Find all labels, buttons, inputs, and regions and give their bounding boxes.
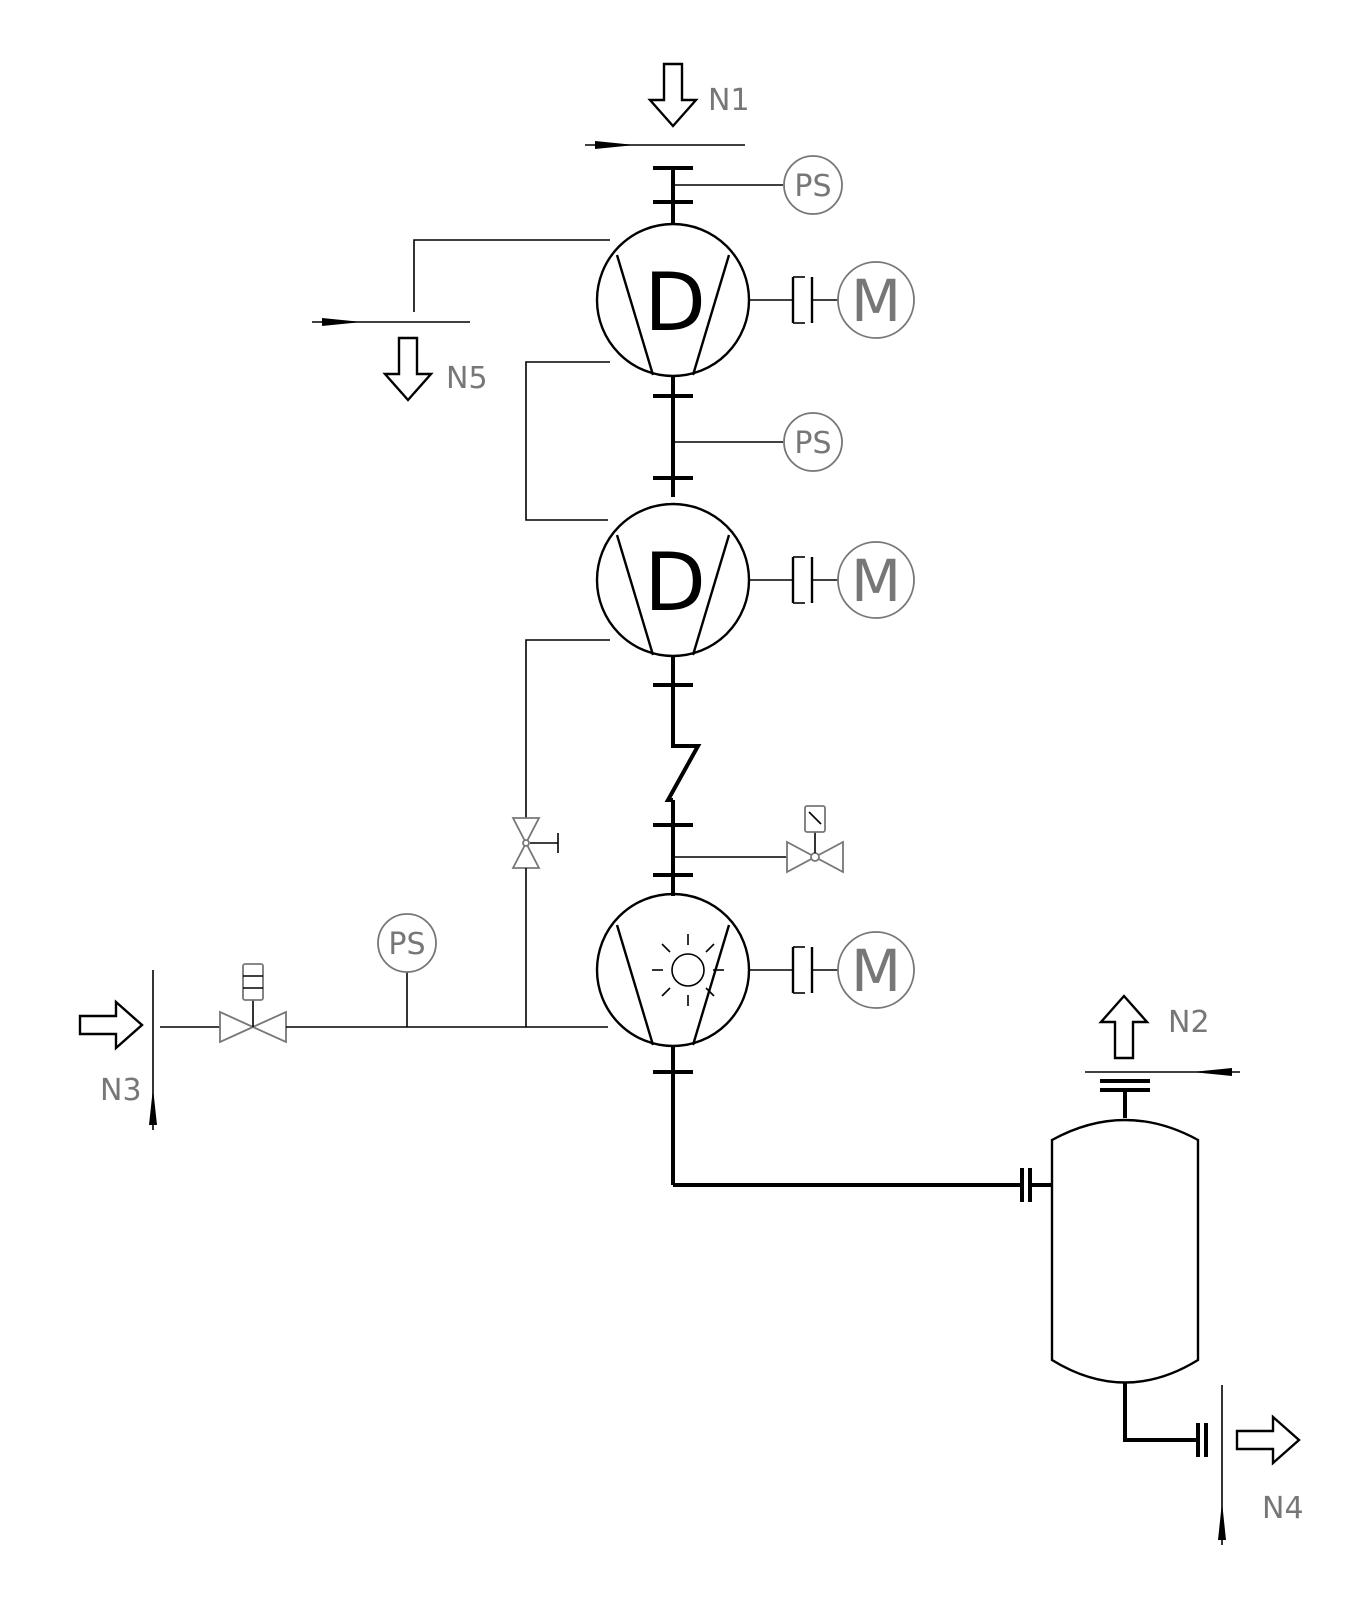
n5-label: N5 (446, 361, 488, 396)
outlet-n5-group: N5 (312, 239, 610, 402)
pressure-switch-gas-line (377, 913, 437, 973)
ps-top-label: PS (794, 169, 831, 204)
inlet-n1-group: N1 (585, 62, 750, 149)
sun-symbol-icon (671, 953, 705, 987)
top-connection: PS (653, 155, 843, 225)
pump-upper: D M (595, 222, 915, 378)
middle-lower-connection (653, 656, 844, 896)
vessel-shell (1050, 1118, 1200, 1384)
motor-lower-label: M (851, 937, 901, 1005)
n3-flow-arrow (78, 999, 144, 1051)
motor-lower (837, 931, 915, 1009)
pump-lower: M (595, 892, 915, 1048)
n5-flow-arrow (382, 336, 434, 402)
pump-middle: D M (595, 502, 915, 658)
motor-upper-label: M (851, 267, 901, 335)
n1-flow-arrow (647, 62, 699, 128)
pump-middle-type-label: D (644, 536, 706, 629)
pressure-switch-top (783, 155, 843, 215)
motor-upper (837, 261, 915, 339)
n1-label: N1 (708, 83, 750, 118)
separator-vessel: N2 N4 (1050, 994, 1304, 1545)
n4-flow-arrow (1235, 1414, 1301, 1466)
pressure-switch-middle (783, 412, 843, 472)
bleed-line (511, 639, 610, 1027)
interstage-connection: PS (525, 361, 843, 521)
motor-middle (837, 541, 915, 619)
check-valve-zigzag (664, 740, 702, 802)
n2-label: N2 (1168, 1005, 1210, 1040)
n4-label: N4 (1262, 1491, 1304, 1526)
n2-flow-arrow (1098, 994, 1150, 1060)
pump-upper-type-label: D (644, 256, 706, 349)
inlet-n3-group: N3 PS (78, 913, 608, 1130)
ps-middle-label: PS (794, 426, 831, 461)
pump-lower-casing (595, 892, 751, 1048)
n3-label: N3 (100, 1073, 142, 1108)
n1-boundary-arrow (595, 141, 635, 149)
ps-gas-line-label: PS (388, 927, 425, 962)
discharge-to-vessel (653, 1046, 1052, 1202)
motor-middle-label: M (851, 547, 901, 615)
